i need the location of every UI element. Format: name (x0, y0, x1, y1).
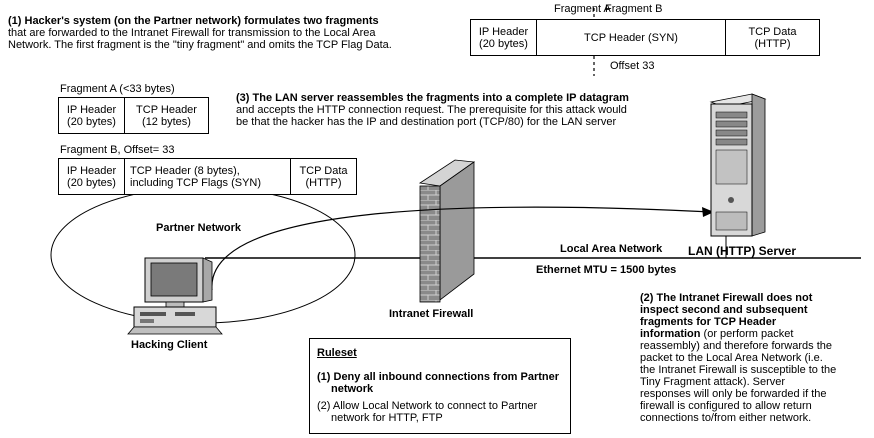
ruleset-rule2-line2: network for HTTP, FTP (331, 412, 443, 424)
ruleset-title: Ruleset (317, 347, 357, 359)
step3-line2: and accepts the HTTP connection request.… (236, 104, 627, 116)
local-area-network-label: Local Area Network (560, 243, 663, 255)
step2-line1: (2) The Intranet Firewall does not (640, 292, 813, 304)
step2-line3: fragments for TCP Header (640, 316, 777, 328)
step2-line10: firewall is configured to allow return (640, 400, 812, 412)
top-fragment-b-label: Fragment B (605, 3, 663, 15)
partner-network-label: Partner Network (156, 222, 241, 234)
ruleset-rule1-line2: network (331, 383, 374, 395)
top-packet-diagram: IP Header(20 bytes) TCP Header (SYN) TCP… (470, 19, 820, 56)
fragment-b-tcp-header: TCP Header (8 bytes),including TCP Flags… (125, 159, 291, 194)
fragment-a-tcp-header: TCP Header(12 bytes) (136, 103, 197, 128)
step2-line9: responses will only be forwarded if the (640, 388, 827, 400)
fragment-a-packet: IP Header(20 bytes) TCP Header(12 bytes) (58, 97, 209, 134)
step3-line3: be that the hacker has the IP and destin… (236, 116, 617, 128)
attack-path-arrowhead (702, 207, 714, 217)
fragment-b-packet: IP Header(20 bytes) TCP Header (8 bytes)… (58, 158, 357, 195)
fragment-a-ip-header: IP Header(20 bytes) (59, 98, 125, 133)
intranet-firewall-label: Intranet Firewall (389, 308, 474, 320)
step2-line7: the Intranet Firewall is susceptible to … (640, 364, 837, 376)
step1-line3: Network. The first fragment is the "tiny… (8, 39, 392, 51)
step1-description: (1) Hacker's system (on the Partner netw… (8, 15, 468, 51)
step3-heading: (3) The LAN server reassembles the fragm… (236, 92, 629, 104)
lan-server-label: LAN (HTTP) Server (688, 244, 797, 258)
ruleset-rule1-line1: (1) Deny all inbound connections from Pa… (317, 371, 560, 383)
top-fragment-a-label: Fragment A (554, 3, 611, 15)
ruleset-rule2-line1: (2) Allow Local Network to connect to Pa… (317, 400, 538, 412)
step2-line6: packet to the Local Area Network (i.e. (640, 352, 823, 364)
step2-line5: reassembly) and therefore forwards the (640, 340, 832, 352)
step1-line2: that are forwarded to the Intranet Firew… (8, 27, 376, 39)
step2-line8: Tiny Fragment attack). Server (640, 376, 786, 388)
step2-line2: inspect second and subsequent (640, 304, 808, 316)
partner-network-ellipse (50, 186, 356, 324)
top-ip-header-cell: IP Header(20 bytes) (471, 20, 537, 55)
top-tcp-data-cell: TCP Data(HTTP) (748, 25, 797, 50)
fragment-b-label: Fragment B, Offset= 33 (60, 144, 175, 156)
firewall-wall (418, 159, 476, 303)
lan-server-tower (709, 93, 767, 237)
step1-heading: (1) Hacker's system (on the Partner netw… (8, 15, 379, 27)
fragment-b-ip-header: IP Header(20 bytes) (59, 159, 125, 194)
fragment-b-tcp-data: TCP Data(HTTP) (299, 164, 348, 189)
ethernet-mtu-label: Ethernet MTU = 1500 bytes (536, 264, 677, 276)
top-offset-label: Offset 33 (610, 60, 655, 72)
step2-description: (2) The Intranet Firewall does not inspe… (640, 292, 872, 424)
step3-description: (3) The LAN server reassembles the fragm… (236, 92, 706, 128)
attack-path-arc (211, 206, 713, 291)
top-tcp-header-cell: TCP Header (SYN) (537, 20, 726, 55)
step2-line11: connections to/from either network. (640, 412, 812, 424)
step2-line4: information (or perform packet (640, 328, 794, 340)
fragment-a-label: Fragment A (<33 bytes) (60, 83, 175, 95)
hacking-client-label: Hacking Client (131, 339, 208, 351)
ruleset-panel: Ruleset (1) Deny all inbound connections… (309, 338, 571, 434)
hacking-client-computer (127, 257, 223, 335)
